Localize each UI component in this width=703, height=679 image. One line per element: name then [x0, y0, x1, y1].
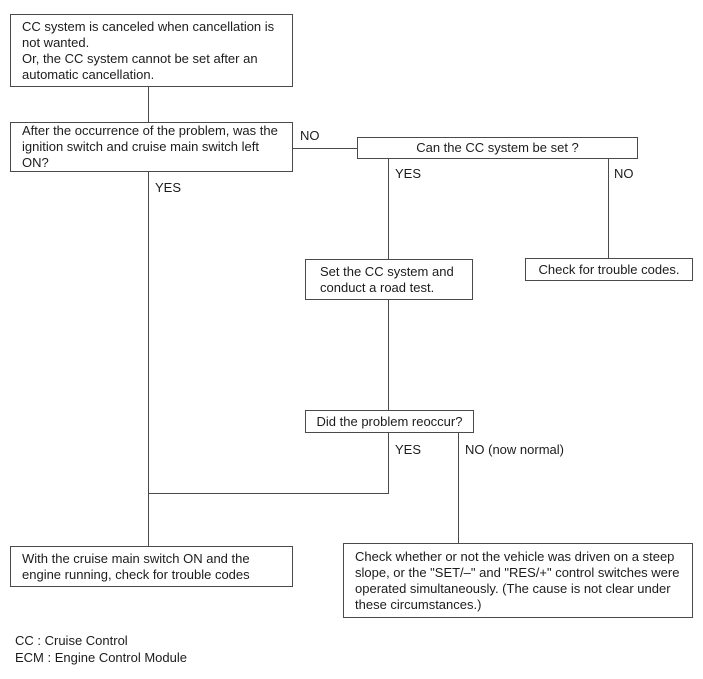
- node-q-ignition-switch: After the occurrence of the problem, was…: [10, 122, 293, 172]
- line-reoccur-no: [458, 433, 459, 543]
- label-yes-cc-set: YES: [395, 166, 422, 181]
- line-ignition-no: [293, 148, 357, 149]
- line-ccset-yes: [388, 159, 389, 259]
- line-roadtest-to-reoccur: [388, 300, 389, 410]
- label-no-cc-set: NO: [614, 166, 634, 181]
- node-check-codes-engine-running: With the cruise main switch ON and the e…: [10, 546, 293, 587]
- line-reoccur-yes-vertical: [388, 433, 389, 494]
- node-q-cc-set: Can the CC system be set ?: [357, 137, 638, 159]
- node-problem-statement: CC system is canceled when cancellation …: [10, 14, 293, 87]
- label-no-reoccur: NO (now normal): [465, 442, 564, 457]
- legend-cc-definition: CC : Cruise Control: [15, 633, 128, 648]
- line-ignition-yes: [148, 172, 149, 546]
- node-check-trouble-codes: Check for trouble codes.: [525, 258, 693, 281]
- node-set-and-road-test: Set the CC system and conduct a road tes…: [305, 259, 473, 300]
- node-check-steep-slope: Check whether or not the vehicle was dri…: [343, 543, 693, 618]
- label-no-ignition: NO: [300, 128, 320, 143]
- line-ccset-no: [608, 159, 609, 258]
- legend-ecm-definition: ECM : Engine Control Module: [15, 650, 187, 665]
- label-yes-ignition: YES: [155, 180, 182, 195]
- line-reoccur-yes-horizontal: [148, 493, 389, 494]
- line-problem-to-ignition: [148, 87, 149, 122]
- label-yes-reoccur: YES: [395, 442, 422, 457]
- node-q-problem-reoccur: Did the problem reoccur?: [305, 410, 474, 433]
